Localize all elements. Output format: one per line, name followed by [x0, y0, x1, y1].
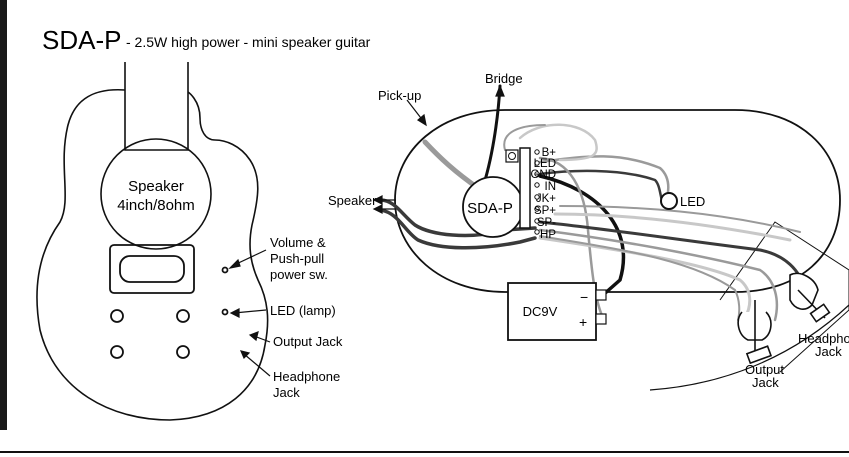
battery-plus: +	[579, 314, 587, 330]
battery-minus-terminal	[595, 289, 607, 301]
svg-text:SP+: SP+	[534, 205, 556, 217]
wiring-arrows	[372, 84, 505, 214]
volume-label-3: power sw.	[270, 267, 328, 282]
speaker-wire-label: Speaker	[328, 193, 377, 208]
battery-label: DC9V	[523, 304, 558, 319]
speaker-label-1: Speaker	[128, 178, 184, 195]
battery-minus: −	[580, 289, 588, 305]
speaker-label-2: 4inch/8ohm	[117, 197, 195, 214]
left-edge-bar	[0, 0, 7, 430]
headphone-jack-shape	[789, 272, 831, 323]
guitar-arrows	[228, 249, 271, 377]
led-component	[660, 192, 678, 210]
title-main: SDA-P	[42, 25, 121, 55]
battery	[507, 282, 597, 341]
svg-text:GND: GND	[530, 169, 556, 181]
pickup-label: Pick-up	[378, 88, 421, 103]
knobs	[110, 266, 229, 359]
led-label: LED	[680, 194, 705, 209]
headphone-label-2: Jack	[273, 385, 300, 400]
led-lamp-label: LED (lamp)	[270, 303, 336, 318]
out-jack-label-1: Output	[745, 362, 784, 377]
battery-plus-terminal	[595, 313, 607, 325]
svg-text:LED: LED	[534, 158, 556, 170]
jack-cavity	[719, 221, 849, 373]
svg-text:JK+: JK+	[536, 193, 556, 205]
body-edge-arc	[649, 304, 849, 391]
pickup-shape	[109, 244, 195, 294]
trimmer-knob	[508, 152, 516, 160]
bridge-label: Bridge	[485, 71, 523, 86]
hp-jack-label-1: Headphone	[798, 331, 849, 346]
cavity-outline	[394, 109, 841, 293]
pin-labels: B+ LED GND IN JK+ SP+ SP- HP	[530, 147, 556, 241]
output-jack-label: Output Jack	[273, 334, 343, 349]
svg-text:B+: B+	[542, 147, 557, 159]
pcb-strip	[519, 147, 531, 229]
hp-jack-label-2: Jack	[815, 344, 842, 359]
headphone-label-1: Headphone	[273, 369, 340, 384]
guitar-body	[36, 62, 269, 421]
svg-text:IN: IN	[545, 181, 557, 193]
out-jack-label-2: Jack	[752, 375, 779, 390]
wires	[378, 84, 807, 322]
output-jack-shape	[737, 300, 773, 365]
title-sub: - 2.5W high power - mini speaker guitar	[126, 34, 371, 50]
svg-text:SP-: SP-	[537, 217, 556, 229]
volume-label-2: Push-pull	[270, 251, 324, 266]
pin-pads	[534, 149, 540, 235]
svg-text:HP: HP	[540, 229, 556, 241]
volume-label-1: Volume &	[270, 235, 326, 250]
module-label: SDA-P	[467, 200, 513, 217]
trimmer	[505, 149, 519, 163]
speaker-circle	[100, 138, 212, 250]
